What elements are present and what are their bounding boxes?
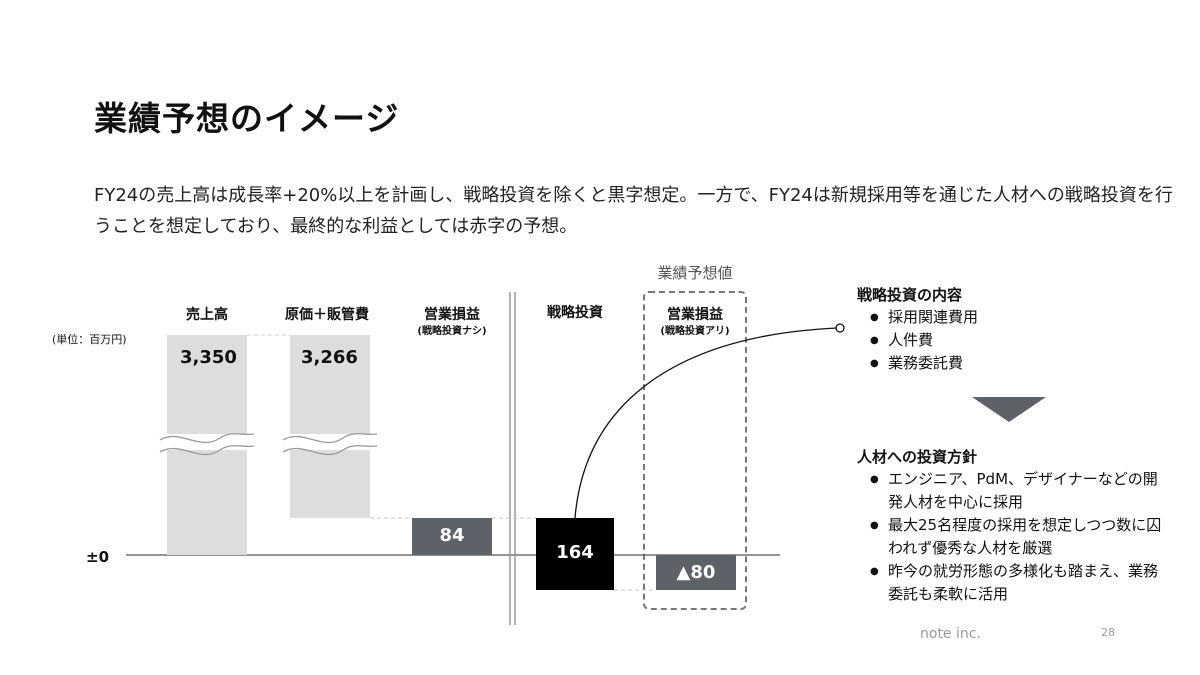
talent-policy-heading: 人材への投資方針 [857,448,978,466]
callout-dot [835,323,845,333]
value-label-strategic-investment: 164 [556,542,594,563]
value-label-sales: 3,350 [180,347,237,368]
bar-costs [290,335,370,518]
bar-op-profit-with [656,555,736,591]
investment-content-list: 採用関連費用 人件費 業務委託費 [862,306,1162,375]
category-label-strategic-investment: 戦略投資 [547,305,603,321]
list-item: 採用関連費用 [862,306,1162,329]
zero-axis-label: ±0 [86,548,110,566]
unit-label: (単位：百万円) [52,333,127,346]
category-sublabel-op-profit-without: (戦略投資ナシ) [417,326,487,337]
value-label-costs: 3,266 [301,347,358,368]
bar-strategic-investment [536,518,614,591]
list-item: 業務委託費 [862,352,1162,375]
category-label-op-profit-without: 営業損益 [424,307,480,323]
footer-brand: note inc. [920,626,981,642]
forecast-label: 業績予想値 [657,264,733,282]
forecast-box [643,291,747,610]
callout-curve [574,327,839,519]
list-item: 昨今の就労形態の多様化も踏まえ、業務委託も柔軟に活用 [862,560,1162,606]
page-description: FY24の売上高は成長率+20%以上を計画し、戦略投資を除くと黒字想定。一方で、… [94,185,1173,237]
list-item: 人件費 [862,329,1162,352]
list-item: エンジニア、PdM、デザイナーなどの開発人材を中心に採用 [862,468,1162,514]
list-item: 最大25名程度の採用を想定しつつ数に囚われず優秀な人材を厳選 [862,514,1162,560]
page-title: 業績予想のイメージ [94,99,400,138]
category-sublabel-op-profit-with: (戦略投資アリ) [660,326,730,337]
value-label-op-profit-without: 84 [439,525,465,546]
page-number: 28 [1101,626,1115,639]
category-label-sales: 売上高 [186,307,228,323]
category-label-costs: 原価＋販管費 [285,307,369,323]
talent-policy-list: エンジニア、PdM、デザイナーなどの開発人材を中心に採用 最大25名程度の採用を… [862,468,1162,606]
category-label-op-profit-with: 営業損益 [667,307,723,323]
investment-content-heading: 戦略投資の内容 [857,286,963,304]
value-label-op-profit-with: ▲80 [676,562,716,583]
bar-op-profit-without [412,518,492,555]
down-arrow-icon [972,397,1046,422]
